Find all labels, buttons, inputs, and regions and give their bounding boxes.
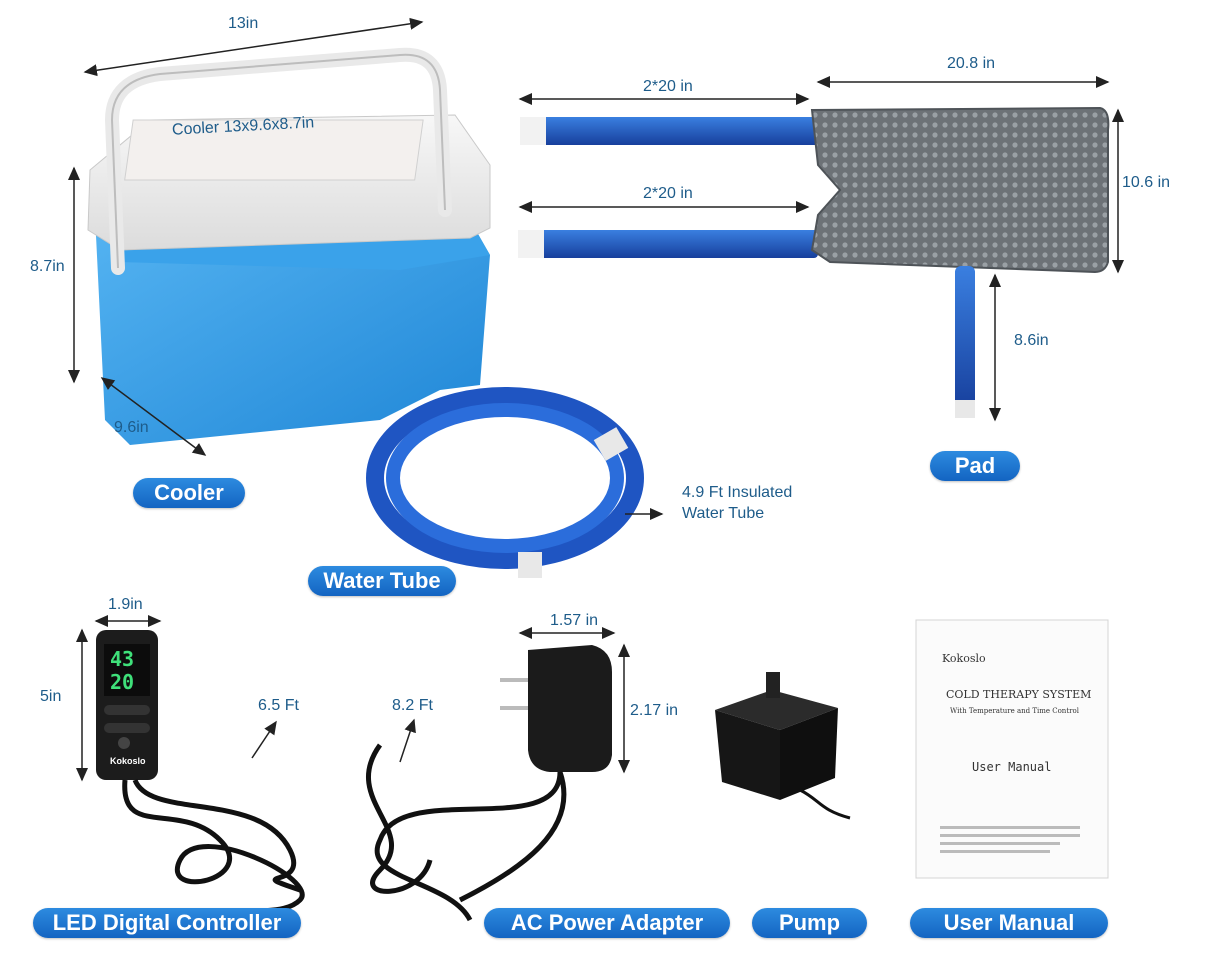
water-tube-length-label: 4.9 Ft Insulated Water Tube — [682, 484, 793, 522]
cooler-illustration — [68, 17, 491, 456]
pad-illustration — [518, 76, 1124, 422]
manual-name: User Manual — [972, 760, 1052, 774]
controller-brand: Kokoslo — [110, 756, 146, 766]
controller-temp-readout: 43 — [110, 647, 135, 671]
adapter-width-label: 1.57 in — [550, 612, 599, 629]
pad-width-label: 20.8 in — [947, 55, 996, 72]
adapter-cable-label: 8.2 Ft — [392, 697, 433, 714]
water-tube-label: Water Tube — [308, 566, 456, 596]
adapter-illustration — [365, 627, 630, 922]
water-tube-illustration — [366, 387, 664, 578]
pad-tube-top-label: 2*20 in — [643, 78, 693, 95]
adapter-label: AC Power Adapter — [484, 908, 730, 938]
manual-brand: Kokoslo — [942, 652, 986, 665]
pad-height-label: 10.6 in — [1122, 174, 1171, 191]
controller-time-readout: 20 — [110, 670, 135, 694]
adapter-height-label: 2.17 in — [630, 702, 679, 719]
cooler-label: Cooler — [133, 478, 245, 508]
pump-label: Pump — [752, 908, 867, 938]
controller-cable-label: 6.5 Ft — [258, 697, 299, 714]
controller-width-label: 1.9in — [108, 596, 143, 613]
manual-subtitle: With Temperature and Time Control — [950, 707, 1079, 715]
cooler-width-label: 13in — [228, 15, 259, 32]
controller-label: LED Digital Controller — [33, 908, 301, 938]
cooler-height-label: 8.7in — [30, 258, 65, 275]
pad-label: Pad — [930, 451, 1020, 481]
controller-height-label: 5in — [40, 688, 62, 705]
pad-tube-bottom-label: 2*20 in — [643, 185, 693, 202]
pad-tail-label: 8.6in — [1014, 332, 1049, 349]
manual-illustration — [915, 619, 1109, 879]
manual-title: COLD THERAPY SYSTEM — [946, 688, 1092, 701]
pump-illustration — [715, 672, 851, 820]
cooler-depth-label: 9.6in — [114, 419, 149, 436]
manual-label: User Manual — [910, 908, 1108, 938]
controller-illustration — [76, 615, 305, 932]
